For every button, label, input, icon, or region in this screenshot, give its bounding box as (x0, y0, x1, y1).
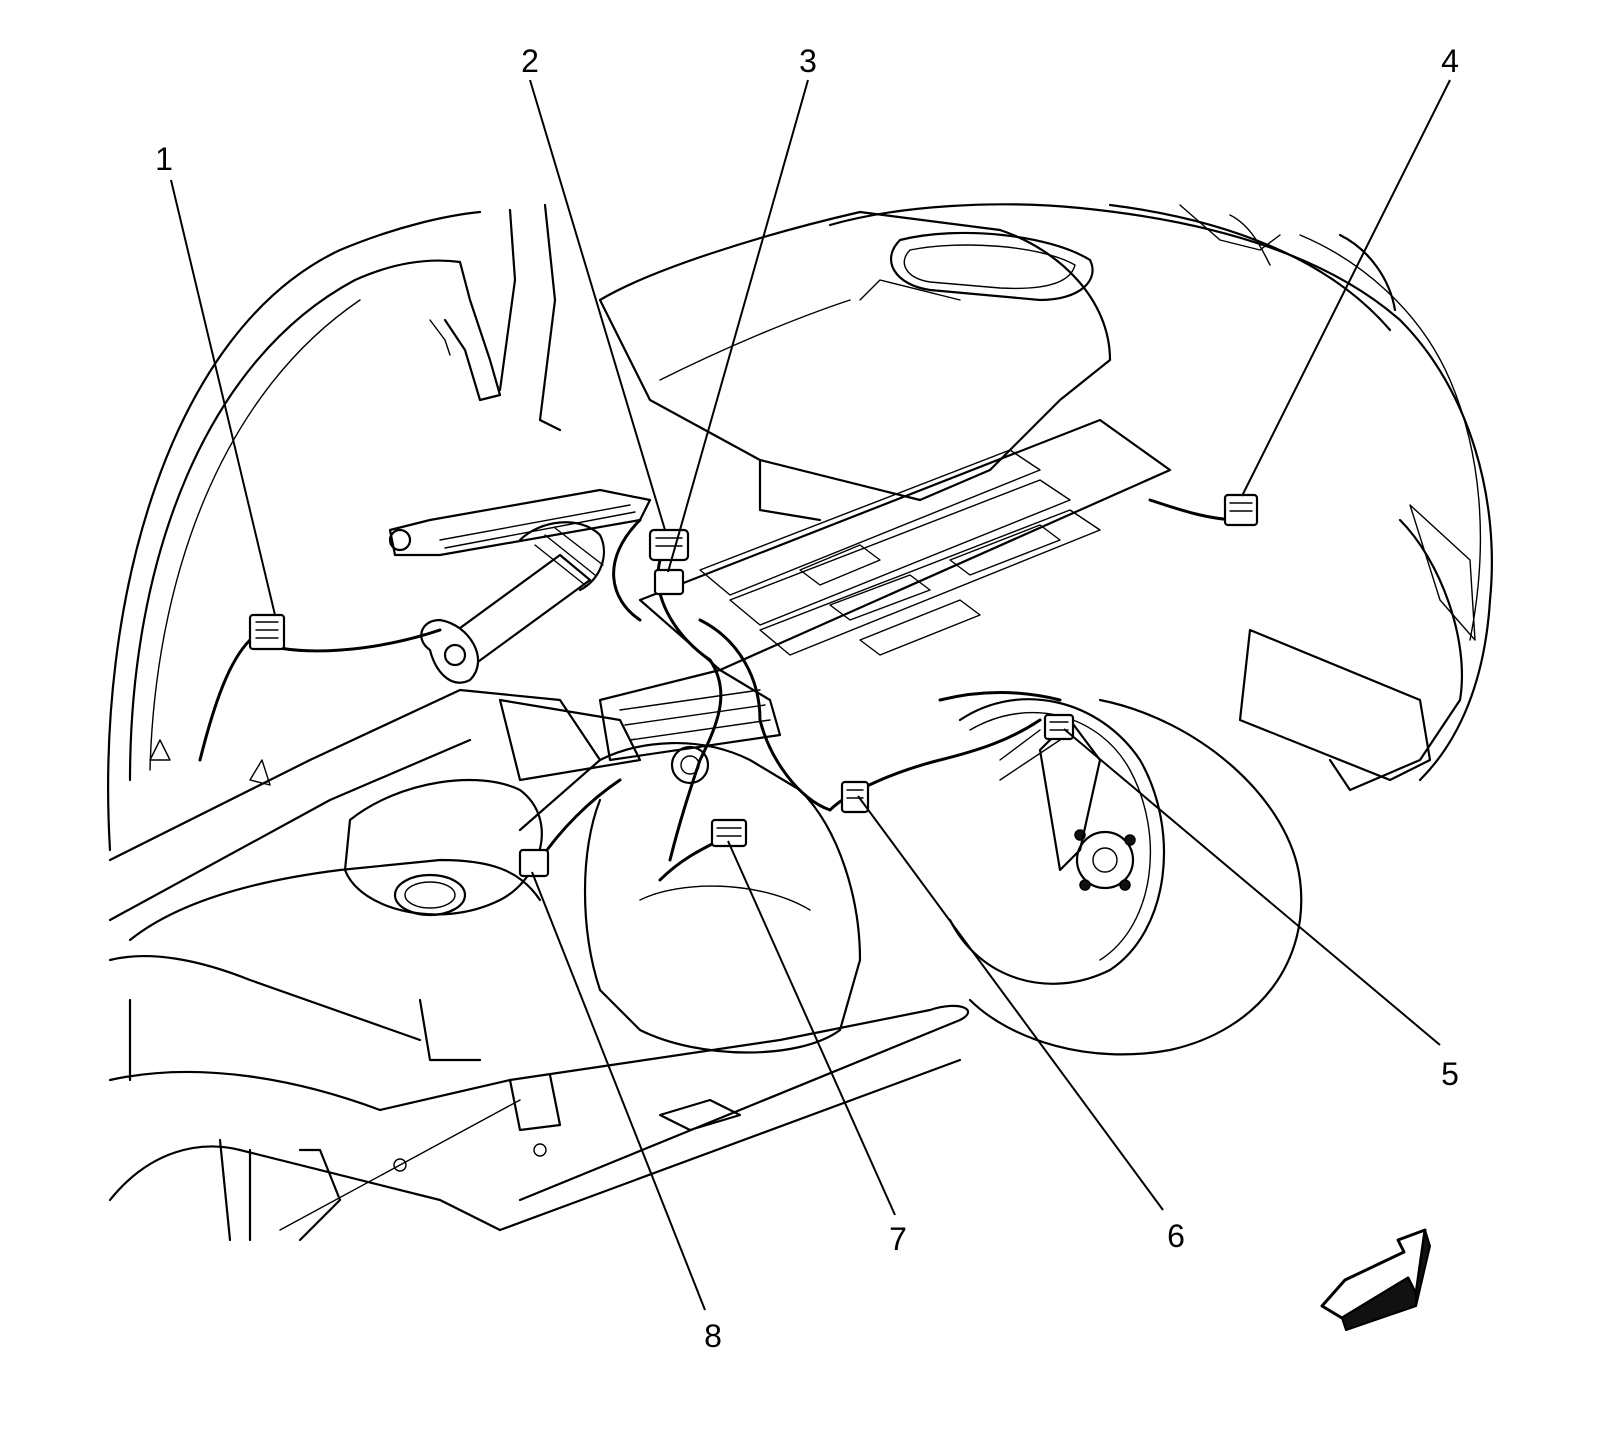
connector-8-icon (518, 848, 550, 878)
harness-connectors (248, 493, 1259, 878)
callout-label-5: 5 (1441, 1056, 1459, 1092)
leader-2 (529, 79, 666, 531)
leader-6 (857, 795, 1164, 1211)
left-wheel-arch (107, 203, 562, 852)
connector-5-icon (1043, 713, 1075, 741)
leader-3 (667, 79, 809, 573)
rear-halfshaft (388, 488, 652, 684)
leader-1 (170, 179, 276, 616)
trunk-pan-and-spare-well (598, 210, 1112, 522)
rear-bumper-fascia (828, 203, 1493, 792)
leader-8 (531, 871, 706, 1311)
connector-4-icon (1223, 493, 1259, 527)
rear-subframe (108, 688, 862, 1054)
connector-1-icon (248, 613, 286, 651)
rear-floor-pan-ribs (598, 418, 1172, 762)
leader-5 (1063, 728, 1441, 1046)
callout-labels: 1 2 3 4 5 6 7 8 (155, 43, 1459, 1354)
callout-label-8: 8 (704, 1318, 722, 1354)
callout-label-1: 1 (155, 141, 173, 177)
callout-label-4: 4 (1441, 43, 1459, 79)
callout-leaders (170, 79, 1451, 1311)
leader-7 (727, 840, 896, 1216)
callout-label-6: 6 (1167, 1218, 1185, 1254)
connector-6-icon (840, 780, 870, 814)
connector-3-icon (653, 568, 685, 596)
front-direction-arrow-icon (1320, 1228, 1431, 1331)
callout-label-3: 3 (799, 43, 817, 79)
vehicle-underbody-artwork (107, 203, 1493, 1242)
connector-7-icon (710, 818, 748, 848)
right-rear-wheel (948, 698, 1303, 1056)
connector-2-icon (648, 528, 690, 562)
callout-label-7: 7 (889, 1221, 907, 1257)
callout-label-2: 2 (521, 43, 539, 79)
rocker-and-floor (108, 955, 969, 1242)
leader-4 (1241, 79, 1451, 497)
